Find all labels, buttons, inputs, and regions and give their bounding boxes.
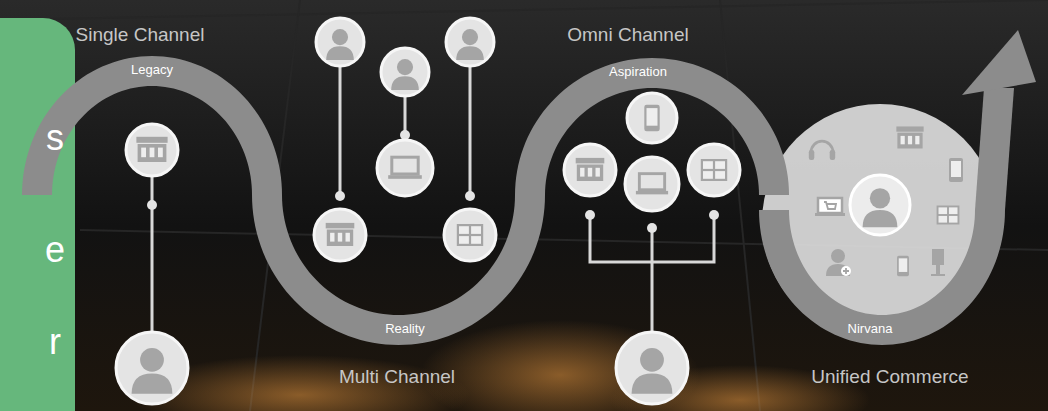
channel-stage-band: Omni ChannelAspiration: [515, 58, 789, 195]
laptop-icon: [636, 174, 668, 195]
person-icon: [632, 348, 673, 394]
cart-icon: [815, 198, 845, 216]
icon-circle: [850, 175, 910, 235]
channel-stage-band: RealityMulti Channel: [252, 195, 545, 345]
stage-heading: Unified Commerce: [811, 366, 968, 388]
light-glow: [420, 320, 700, 411]
person-icon: [863, 188, 898, 227]
icon-circle: [116, 332, 188, 404]
store-icon: [136, 137, 167, 162]
person-icon: [456, 29, 484, 60]
kiosk-icon: [931, 249, 945, 276]
person-icon: [391, 59, 419, 90]
stage-heading: Multi Channel: [339, 366, 455, 388]
phone-icon: [897, 256, 909, 276]
curved-band: [22, 56, 282, 195]
person-add-icon: [826, 249, 851, 276]
side-panel: [0, 18, 75, 411]
person-icon: [132, 348, 173, 394]
link-lines: [590, 215, 714, 334]
icon-circles: [314, 18, 496, 261]
band-outline: [759, 25, 1040, 345]
curved-band: [252, 195, 545, 345]
stage-label: Aspiration: [609, 65, 667, 80]
curved-band: [759, 210, 1005, 345]
icon-circle: [126, 124, 178, 176]
curved-band: [515, 58, 789, 195]
link-dots: [335, 130, 475, 201]
link-dots: [585, 210, 719, 233]
arrow-head: [962, 30, 1036, 95]
store-icon: [576, 158, 605, 181]
panel-letter: e: [45, 230, 65, 270]
icon-circles: [564, 93, 740, 404]
link-dot: [147, 200, 157, 210]
stage-heading: Omni Channel: [567, 24, 688, 46]
catalog-icon: [701, 159, 727, 181]
store-icon: [896, 126, 923, 148]
panel-letter: s: [46, 118, 64, 158]
store-icon: [326, 223, 355, 246]
stage-label: Legacy: [131, 63, 173, 78]
arrow-head: [975, 88, 1014, 210]
stage-label: Nirvana: [848, 322, 893, 337]
person-icon: [326, 29, 354, 60]
phone-icon: [949, 158, 963, 182]
stage-label: Reality: [385, 322, 425, 337]
laptop-icon: [388, 157, 422, 179]
catalog-icon: [937, 206, 960, 225]
channel-stage-band: NirvanaUnified Commerce: [759, 25, 1040, 345]
panel-letter: r: [49, 322, 61, 362]
catalog-icon: [457, 224, 483, 246]
headset-icon: [809, 141, 835, 160]
stage-heading: Single Channel: [76, 24, 205, 46]
phone-icon: [644, 105, 659, 131]
link-line: [151, 176, 154, 334]
